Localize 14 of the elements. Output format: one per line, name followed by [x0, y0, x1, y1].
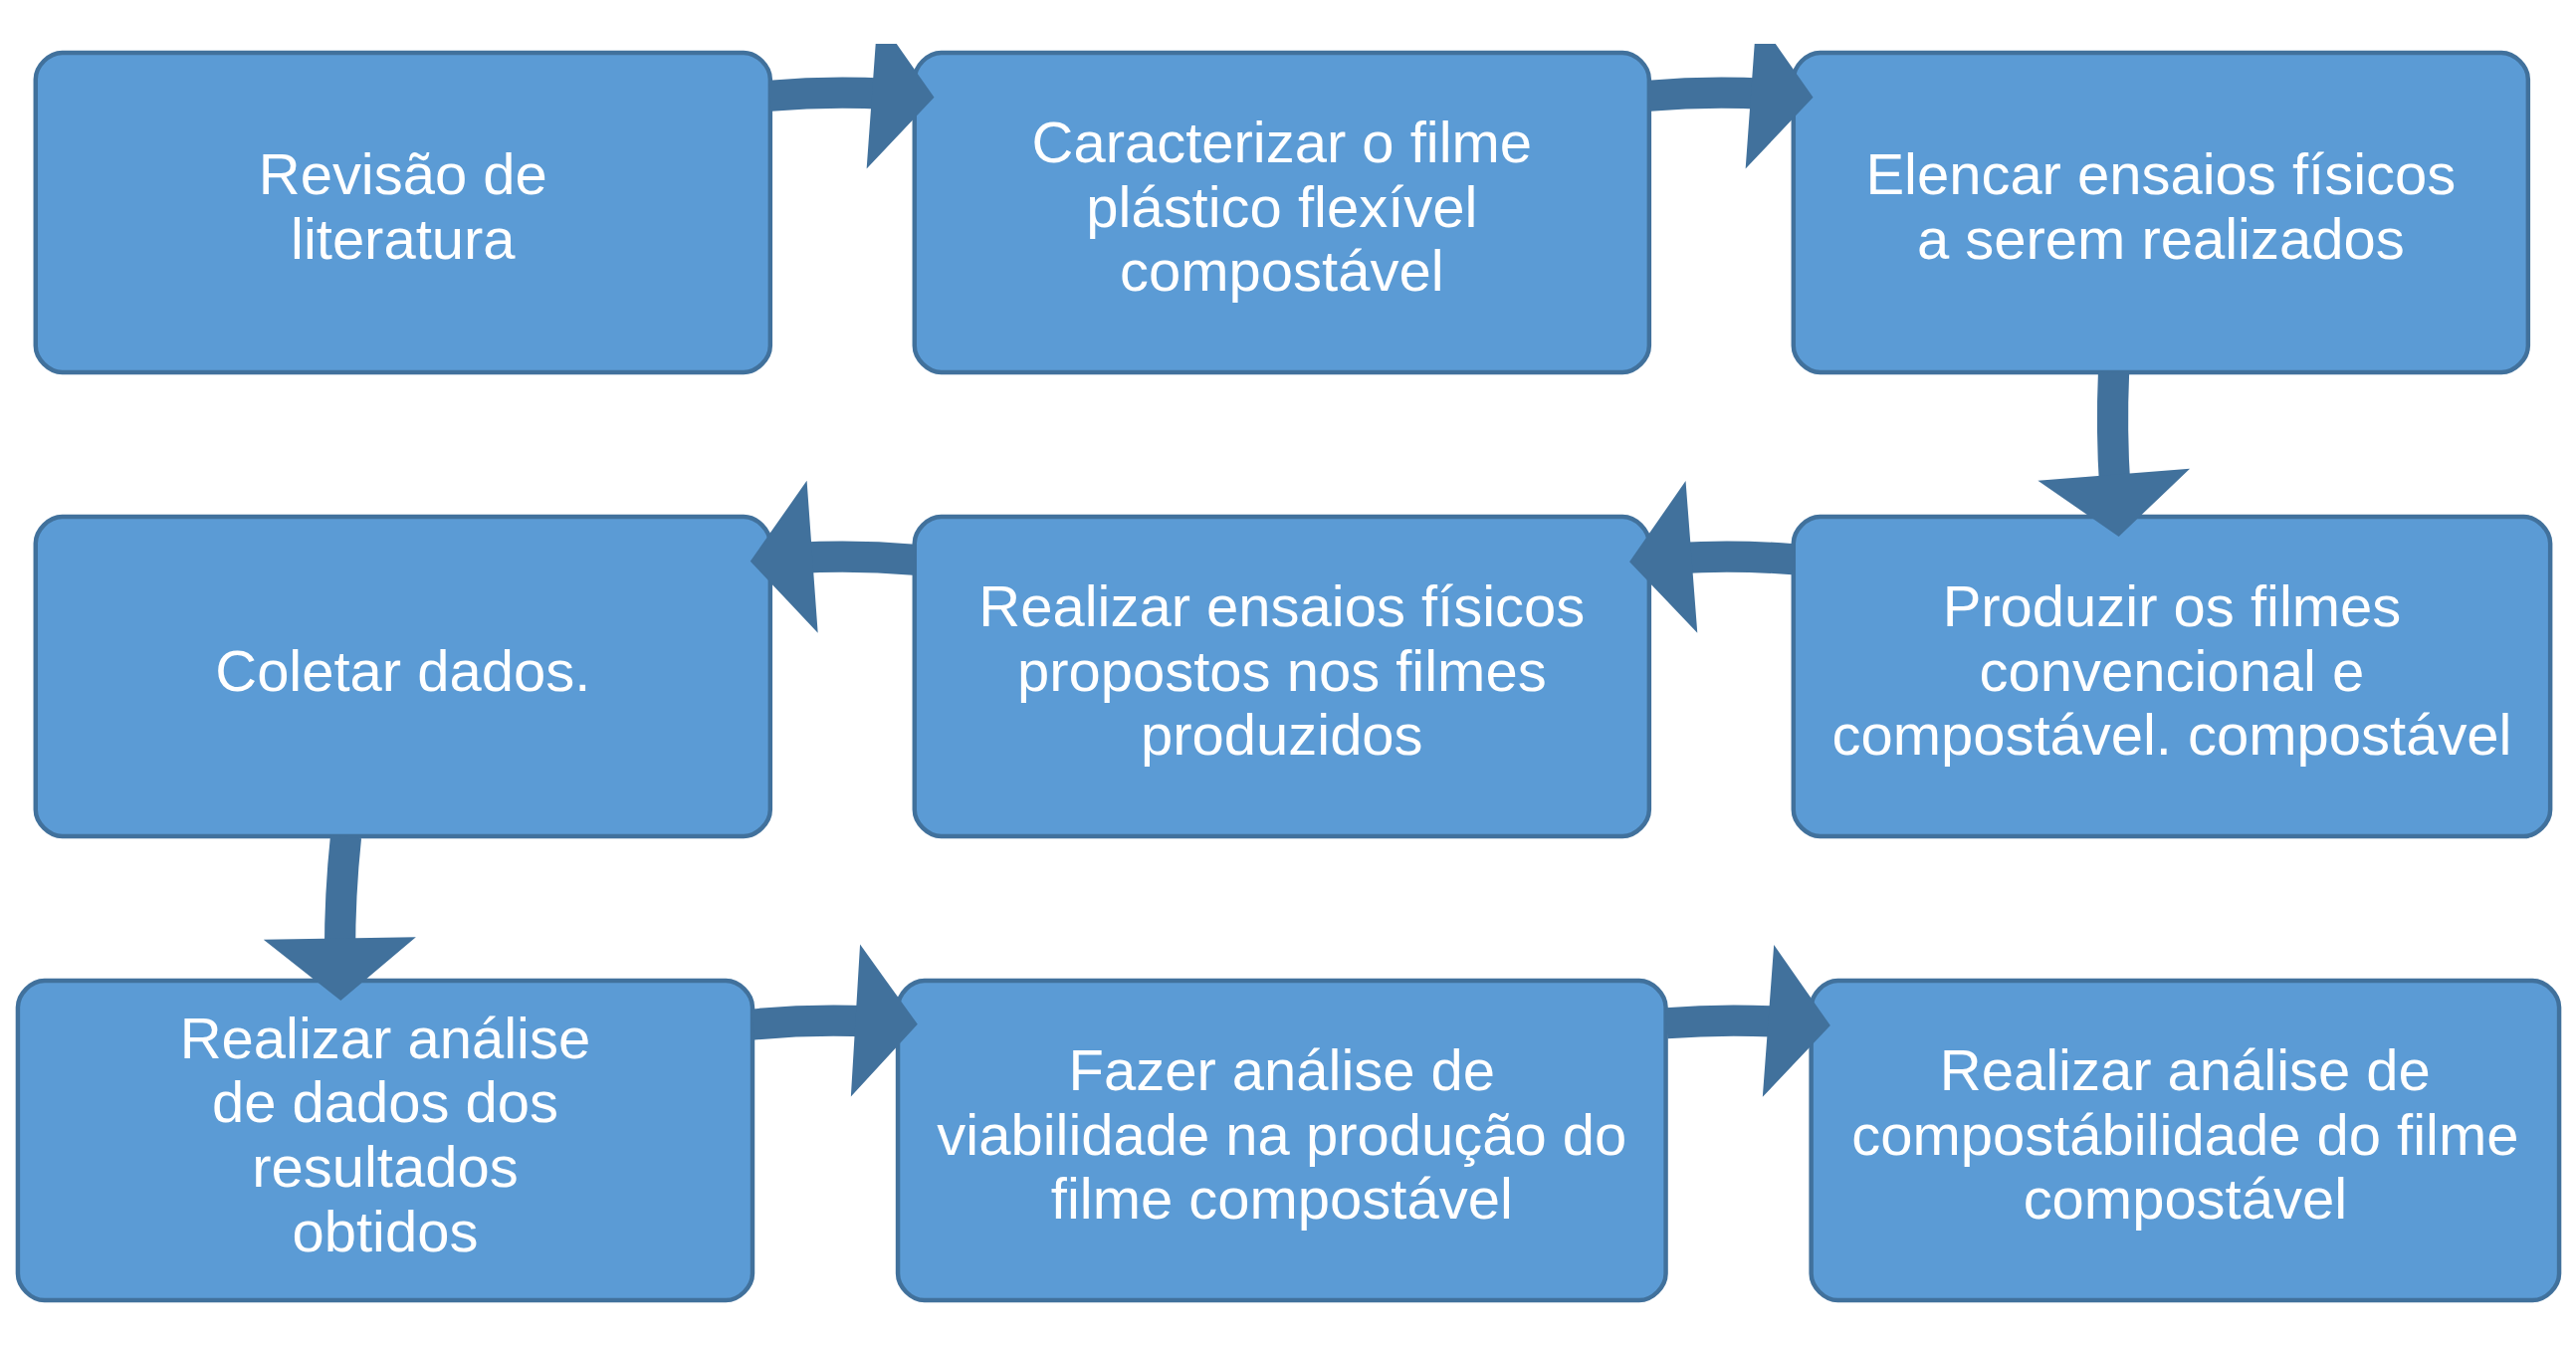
- node-box: Fazer análise de viabilidade na produção do filme compostável: [895, 978, 1668, 1303]
- node-box: Realizar análise de compostábilidade do filme compostável: [1808, 978, 2561, 1303]
- node-box: Elencar ensaios físicos a serem realizados: [1791, 50, 2530, 375]
- node-box: Caracterizar o filme plástico flexível compostável: [912, 50, 1651, 375]
- arrow: [2037, 371, 2190, 537]
- arrow: [1628, 481, 1795, 633]
- node-box: Revisão de literatura: [33, 50, 772, 375]
- node-box: Realizar ensaios físicos propostos nos filmes produzidos: [912, 514, 1651, 839]
- arrow: [750, 480, 916, 633]
- node-box: Produzir os filmes convencional e compostável. compostável: [1791, 514, 2552, 839]
- node-box: Realizar análise de dados dos resultados obtidos: [15, 978, 754, 1303]
- arrow: [1664, 945, 1830, 1097]
- node-box: Coletar dados.: [33, 514, 772, 839]
- arrow: [263, 835, 416, 1002]
